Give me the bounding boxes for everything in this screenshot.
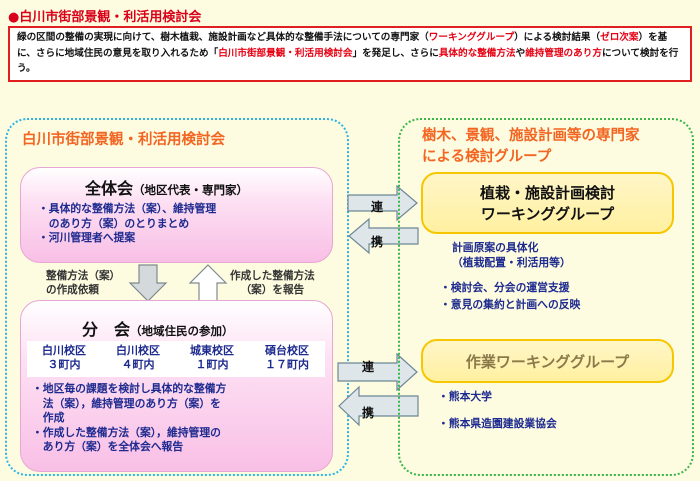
council-group [5, 118, 349, 476]
desc-maintenance: 維持管理のあり方 [525, 47, 602, 59]
planting-wg-title-line: ワーキンググループ [480, 205, 615, 223]
report-label-line: 作成した整備方法 [230, 270, 315, 282]
expert-group-title-line: による検討グループ [422, 149, 552, 165]
district-name: 碩台校区 [265, 344, 309, 357]
planting-wg-item: （植栽配置・利活用等） [452, 256, 571, 269]
link-char: 連 [371, 200, 384, 214]
branch-title-text: 分 会 [82, 320, 131, 339]
desc-part5: や [515, 47, 526, 59]
link-char: 携 [371, 235, 384, 249]
plenary-title-text: 全体会 [85, 179, 134, 198]
planting-wg-item: 計画原案の具体化 [452, 241, 539, 254]
district-cell: 白川校区 ４町内 [101, 344, 175, 372]
desc-part2: ）による検討結果（ [514, 32, 601, 43]
expert-group-title: 樹木、景観、施設計画等の専門家 による検討グループ [422, 126, 640, 168]
planting-wg-box: 植栽・施設計画検討 ワーキンググループ [421, 172, 674, 234]
branch-bullets: ・地区毎の課題を検討し具体的な整備方 法（案），維持管理のあり方（案）を 作成 … [32, 382, 226, 455]
planting-wg-roles: ・検討会、分会の運営支援 ・意見の集約と計画への反映 [440, 279, 580, 313]
link-char: 連 [362, 360, 375, 374]
desc-zero-plan: ゼロ次案 [600, 32, 639, 43]
report-label-line: （案）を報告 [240, 284, 305, 296]
district-cell: 碩台校区 １７町内 [249, 344, 325, 372]
plenary-bullet: ・河川管理者へ提案 [38, 231, 136, 244]
work-wg-box: 作業ワーキンググループ [421, 339, 674, 383]
request-label: 整備方法（案） の作成依頼 [46, 269, 120, 297]
expert-group-title-line: 樹木、景観、施設計画等の専門家 [422, 128, 640, 144]
plenary-subtitle: （地区代表・専門家） [133, 183, 249, 197]
district-name: 城東校区 [190, 344, 234, 357]
plenary-title: 全体会（地区代表・専門家） [85, 175, 248, 199]
work-wg-members: ・熊本大学 ・熊本県造園建設業協会 [438, 383, 557, 437]
work-wg-member: ・熊本県造園建設業協会 [438, 417, 557, 430]
district-count: １町内 [195, 358, 229, 371]
expert-group [398, 118, 694, 476]
desc-part4: 」を発足し、さらに [352, 47, 439, 59]
planting-wg-item: ・意見の集約と計画への反映 [440, 298, 581, 311]
plenary-bullet: のあり方（案）のとりまとめ [38, 216, 190, 230]
plenary-bullets: ・具体的な整備方法（案）、維持管理 のあり方（案）のとりまとめ ・河川管理者へ提… [38, 202, 216, 246]
district-count: ３町内 [47, 358, 81, 371]
link-char: 携 [362, 406, 375, 420]
planting-wg-title-line: 植栽・施設計画検討 [479, 184, 615, 202]
district-name: 白川校区 [116, 344, 160, 357]
branch-bullet: 作成 [32, 411, 65, 424]
desc-council: 白川市街部景観・利活用検討会 [218, 47, 353, 59]
plenary-box [20, 167, 333, 263]
request-label-line: 整備方法（案） [46, 270, 121, 282]
district-count: １７町内 [265, 358, 309, 371]
plenary-bullet: ・具体的な整備方法（案）、維持管理 [38, 202, 217, 215]
council-group-title: 白川市街部景観・利活用検討会 [22, 132, 225, 148]
work-wg-title: 作業ワーキンググループ [465, 353, 630, 371]
planting-wg-title: 植栽・施設計画検討 ワーキンググループ [423, 174, 672, 225]
down-arrow-icon [128, 264, 168, 302]
planting-wg-item: ・検討会、分会の運営支援 [440, 281, 570, 294]
desc-concrete: 具体的な整備方法 [438, 47, 516, 59]
header-title: ●白川市街部景観・利活用検討会 [8, 10, 202, 25]
branch-bullet: あり方（案）を全体会へ報告 [32, 440, 184, 453]
desc-part3: ）を基に、さらに地域住民の意見を取り入れるため「 [17, 32, 668, 59]
district-cell: 白川校区 ３町内 [27, 344, 101, 372]
district-table: 白川校区 ３町内 白川校区 ４町内 城東校区 １町内 碩台校区 １７町内 [27, 341, 325, 377]
branch-bullet: ・地区毎の課題を検討し具体的な整備方 [32, 382, 227, 395]
planting-wg-items: 計画原案の具体化 （植栽配置・利活用等） [452, 240, 571, 270]
district-name: 白川校区 [42, 344, 86, 357]
work-wg-member: ・熊本大学 [438, 390, 492, 403]
district-cell: 城東校区 １町内 [175, 344, 249, 372]
report-label: 作成した整備方法 （案）を報告 [230, 269, 315, 297]
branch-title: 分 会（地域住民の参加） [82, 316, 234, 340]
branch-bullet: 法（案），維持管理のあり方（案）を [32, 396, 221, 410]
branch-bullet: ・作成した整備方法（案），維持管理の [32, 425, 221, 439]
desc-part6: について検討を行う。 [17, 47, 679, 75]
desc-wg: ワーキンググループ [428, 32, 515, 43]
desc-part1: 緑の区間の整備の実現に向けて、樹木植栽、施設計画など具体的な整備手法についての専… [17, 32, 429, 43]
branch-box [20, 300, 333, 472]
district-count: ４町内 [121, 358, 155, 371]
header-description: 緑の区間の整備の実現に向けて、樹木植栽、施設計画など具体的な整備手法についての専… [8, 26, 692, 82]
up-arrow-icon [188, 264, 228, 302]
request-label-line: の作成依頼 [46, 284, 99, 296]
branch-subtitle: （地域住民の参加） [130, 324, 234, 338]
